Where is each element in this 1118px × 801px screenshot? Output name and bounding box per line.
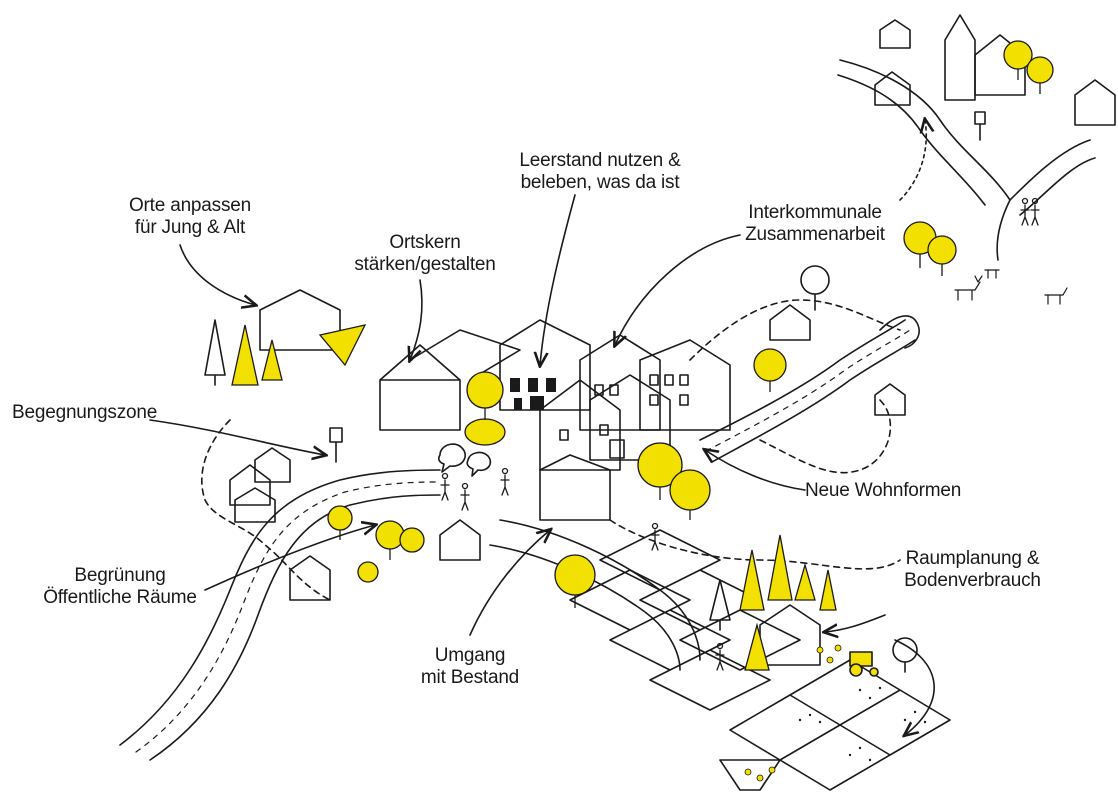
arrow-leerstand [540, 194, 576, 365]
arrow-umgang [469, 530, 550, 636]
bus-stop-sign-2 [974, 111, 986, 141]
left-houses [229, 447, 481, 601]
road-right-center [705, 329, 911, 452]
yellow-trees [231, 40, 1054, 671]
road-upper-right-b [837, 74, 986, 206]
arrow-begegnungszone [149, 419, 325, 455]
road-left-center [135, 481, 441, 753]
label-leerstand: Leerstand nutzen & beleben, was da ist [519, 150, 681, 193]
arrow-neue-wohnformen [705, 450, 806, 491]
leader-arrows [149, 120, 935, 735]
speech-bubble-icon [438, 443, 492, 477]
road-turn [879, 315, 920, 349]
label-interkommunale: Interkommunale Zusammenarbeit [745, 202, 885, 245]
arrow-raumplanung-bottom [894, 639, 935, 735]
arrow-raumplanung-top [825, 614, 886, 632]
label-umgang: Umgang mit Bestand [420, 645, 520, 688]
fields-grid [569, 529, 801, 711]
arrow-interkommunale [615, 234, 741, 345]
arrow-interkommunale-up [899, 120, 926, 201]
arrow-ortskern [410, 279, 423, 360]
road-left-edge-b [149, 494, 441, 761]
label-begegnungszone: Begegnungszone [12, 402, 158, 423]
bus-stop-sign [329, 427, 343, 463]
road-right-edge-a [699, 319, 906, 441]
label-neue-wohnformen: Neue Wohnformen [805, 480, 962, 501]
outline-trees [204, 265, 918, 673]
tree-trunks [339, 69, 1041, 608]
yellow-crop-dots [744, 644, 842, 782]
label-orte-anpassen: Orte anpassen für Jung & Alt [128, 195, 252, 238]
label-raumplanung: Raumplanung & Bodenverbrauch [904, 548, 1041, 591]
people [440, 197, 1040, 671]
tractor-icon [849, 651, 879, 677]
road-fork [1009, 139, 1096, 216]
deer-icon [954, 269, 1068, 305]
road-right-edge-b [711, 339, 916, 463]
village-boundary [201, 299, 901, 601]
black-windows [510, 378, 556, 410]
arrow-orte-anpassen [179, 244, 255, 305]
road-left-edge-a [119, 469, 441, 746]
label-ortskern: Ortskern stärken/gestalten [354, 232, 496, 275]
windows [559, 374, 689, 459]
road-upper-right-a [839, 59, 1011, 261]
crop-fields [719, 659, 951, 791]
arrow-begruenung [204, 525, 375, 591]
road-lower-edge-b [489, 544, 681, 671]
church-village [874, 14, 1116, 126]
crop-dots [798, 686, 927, 762]
label-begruenung: Begrünung Öffentliche Räume [43, 565, 197, 608]
